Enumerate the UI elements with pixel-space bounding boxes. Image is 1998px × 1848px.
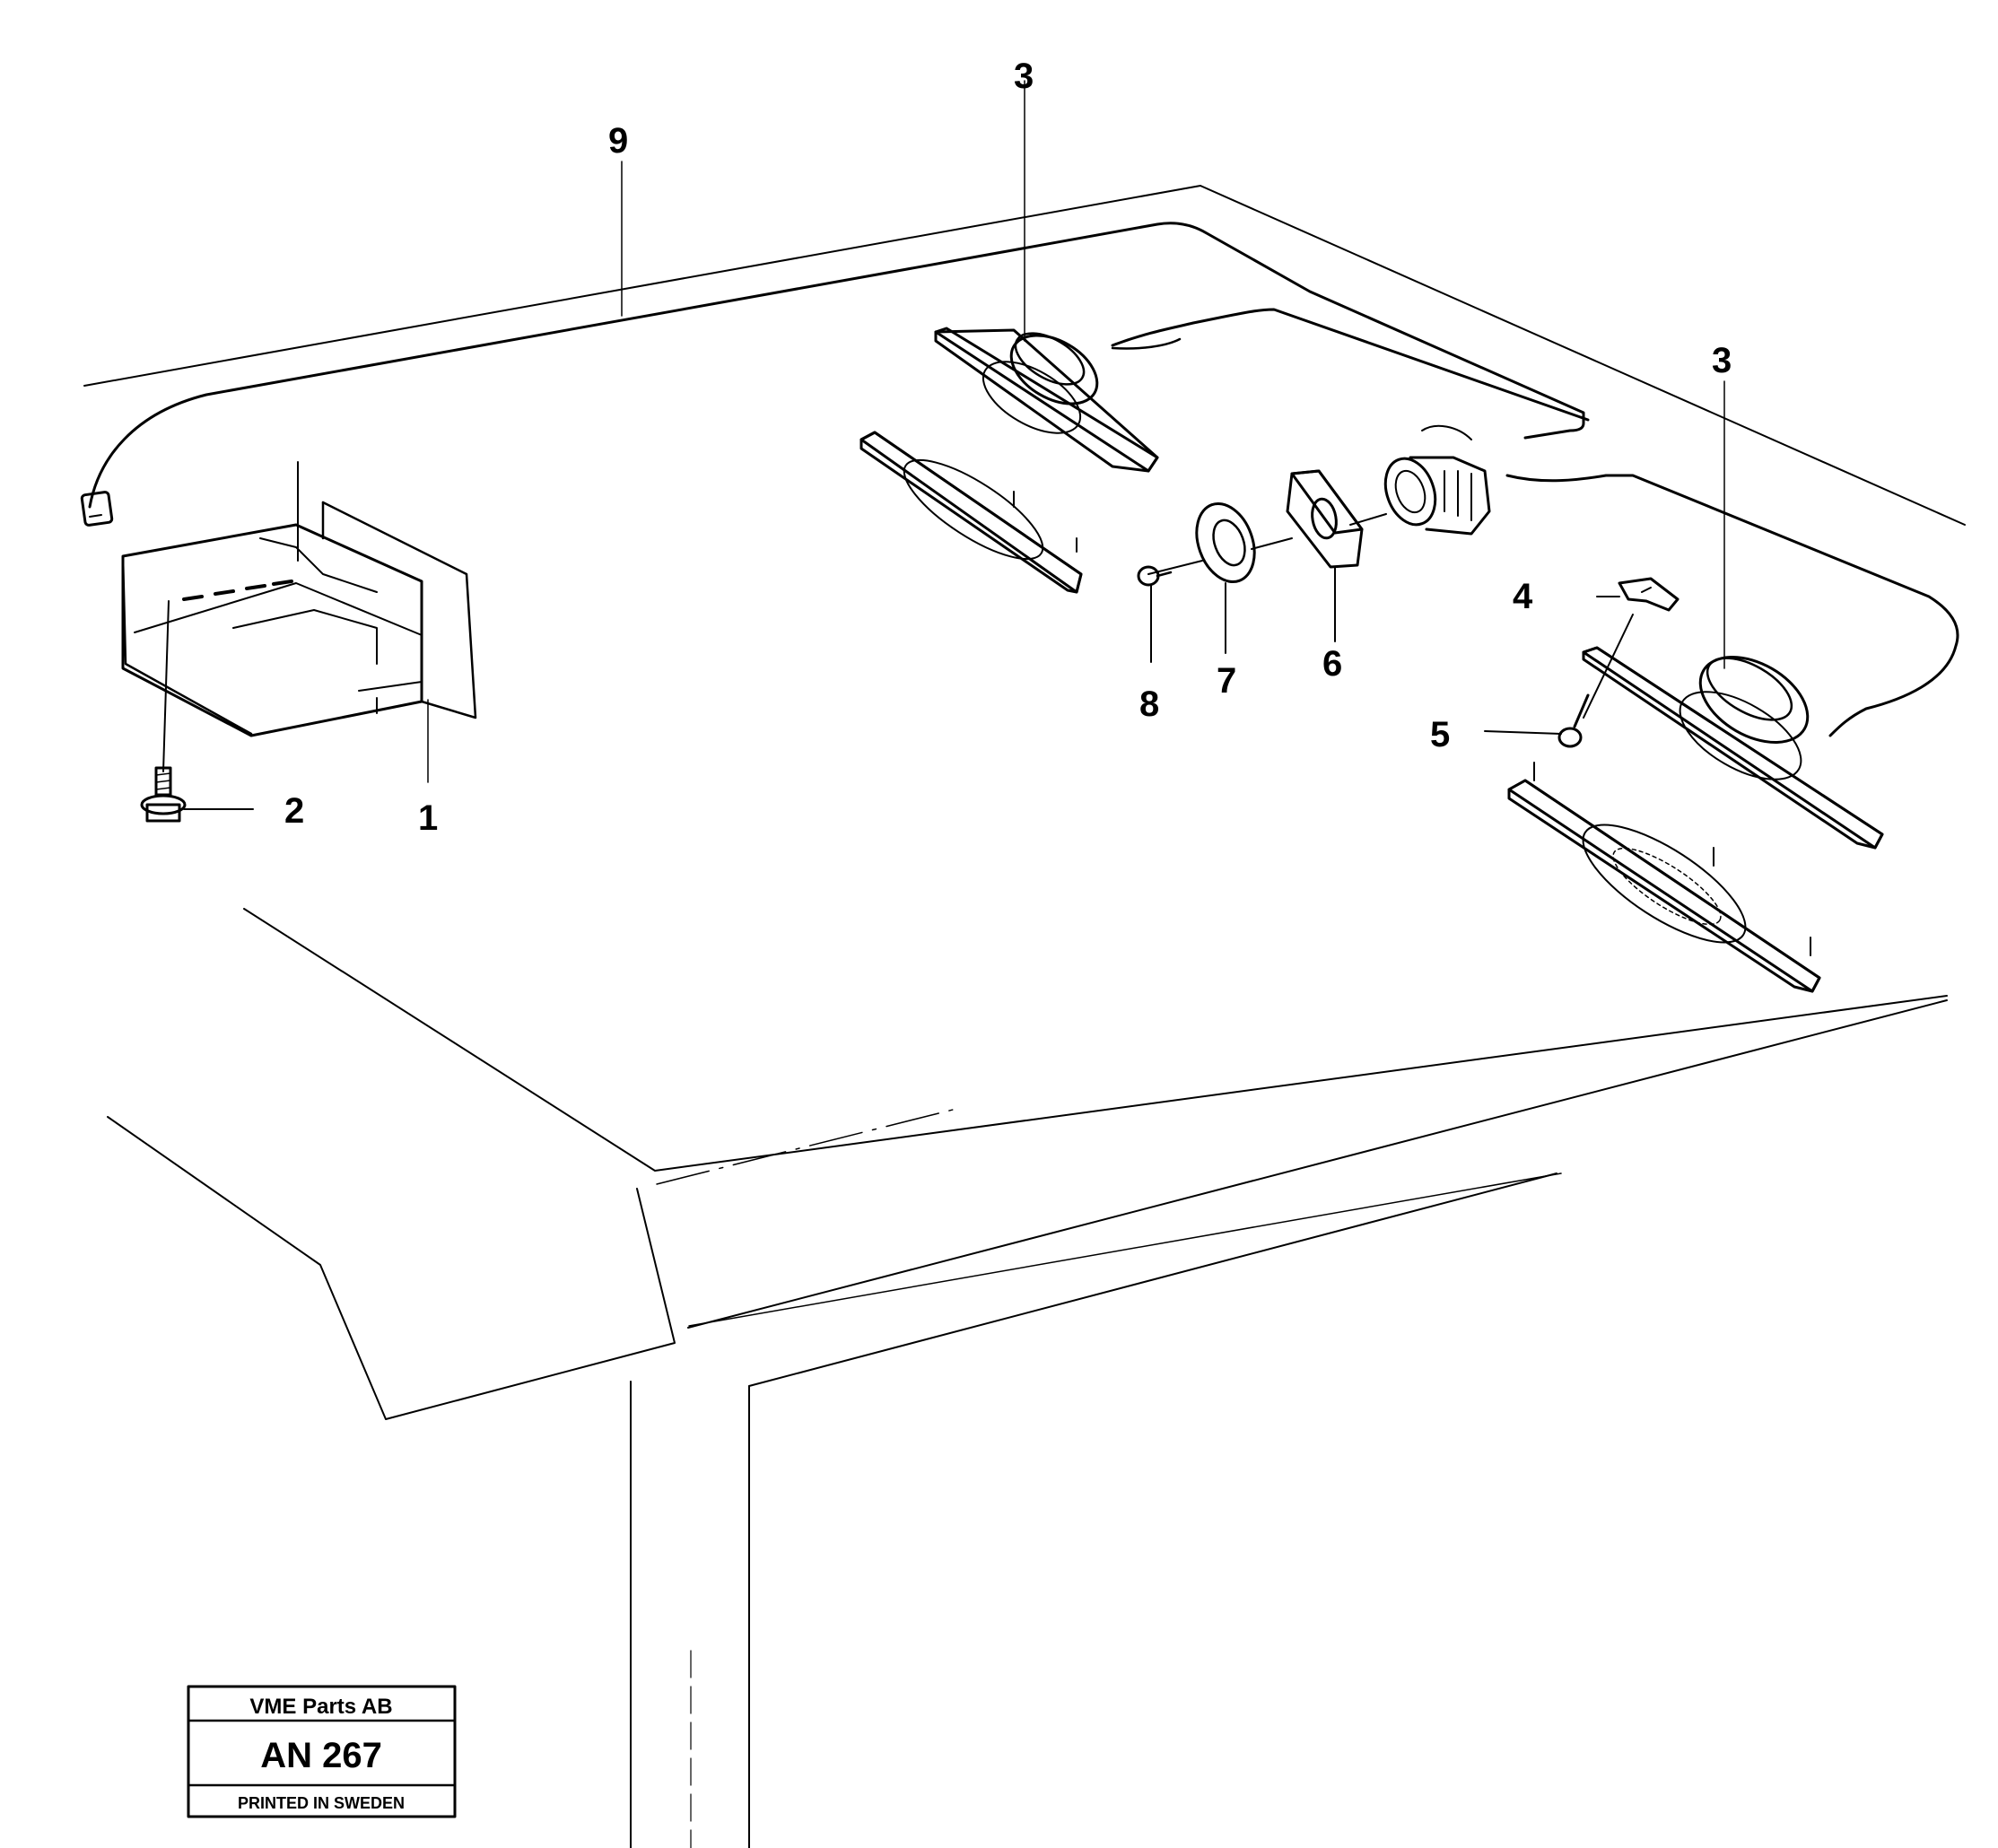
callout-8: 8 (1139, 684, 1159, 724)
speaker-grille-upper (859, 431, 1083, 594)
radio-bracket (121, 461, 477, 737)
stamp-printed: PRINTED IN SWEDEN (238, 1794, 405, 1812)
speaker-lower (1582, 380, 1884, 850)
callout-2: 2 (284, 791, 304, 831)
callout-3-upper: 3 (1014, 57, 1034, 96)
bolt-part-2 (140, 600, 254, 823)
stamp-code: AN 267 (260, 1736, 382, 1775)
cab-body-outline (83, 185, 1966, 1848)
volume-control-unit (1383, 424, 1491, 536)
parts-stamp: VME Parts AB AN 267 PRINTED IN SWEDEN (187, 1685, 457, 1818)
callout-1: 1 (418, 798, 438, 838)
screw-part-5 (1484, 614, 1634, 748)
plate-part-6 (1286, 469, 1387, 642)
stamp-company: VME Parts AB (249, 1695, 392, 1719)
speaker-grille-lower (1507, 762, 1821, 993)
clip-part-4 (1596, 577, 1680, 612)
cable-harness (80, 222, 1959, 737)
bezel-part-7 (1147, 501, 1293, 654)
speaker-upper (934, 80, 1159, 473)
callout-4: 4 (1513, 577, 1533, 616)
callout-3-lower: 3 (1712, 341, 1732, 380)
callout-9: 9 (608, 121, 628, 161)
callout-6: 6 (1322, 644, 1342, 684)
callout-5: 5 (1430, 715, 1450, 754)
screw-part-8 (1137, 565, 1173, 663)
callout-7: 7 (1217, 661, 1236, 701)
